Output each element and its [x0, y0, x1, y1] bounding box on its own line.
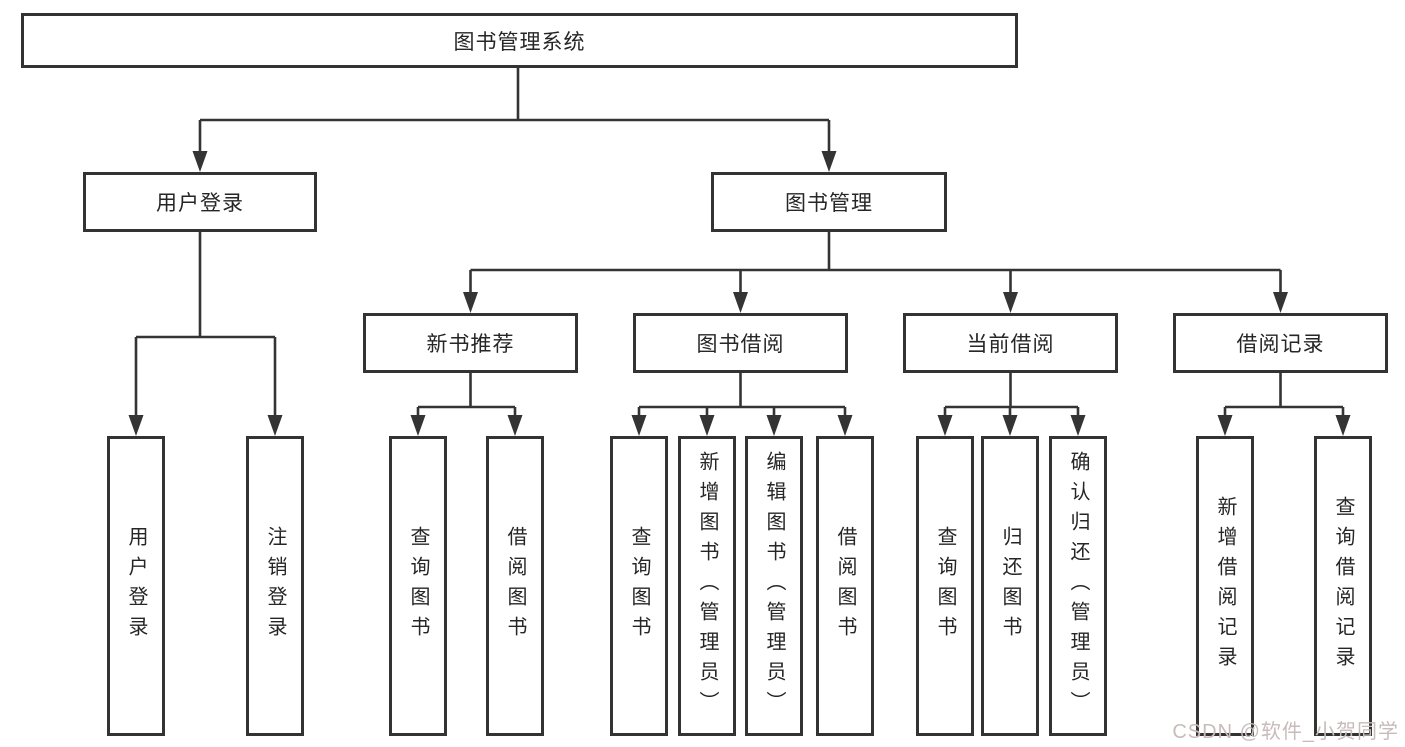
connector-borrow-records	[1217, 373, 1351, 436]
leaf-query-books-current-label: 查询图书	[934, 526, 956, 646]
leaf-query-books-recommend: 查询图书	[389, 436, 447, 736]
connector-book-management	[463, 232, 1288, 313]
connector-root	[192, 68, 837, 172]
node-borrow-records: 借阅记录	[1173, 313, 1388, 373]
csdn-watermark: CSDN @软件_小贺同学	[1172, 721, 1399, 743]
connector-current-borrow	[937, 373, 1086, 436]
connector-book-borrow	[631, 373, 853, 436]
leaf-logout: 注销登录	[246, 436, 304, 736]
leaf-confirm-return-admin-label: 确认归还（管理员）	[1067, 451, 1089, 721]
node-book-management: 图书管理	[711, 172, 947, 232]
leaf-query-books-borrow-label: 查询图书	[628, 526, 650, 646]
leaf-query-borrow-record-label: 查询借阅记录	[1332, 496, 1354, 676]
leaf-return-book-label: 归还图书	[999, 526, 1021, 646]
leaf-query-books-current: 查询图书	[916, 436, 974, 736]
leaf-return-book: 归还图书	[981, 436, 1039, 736]
node-new-book-recommend: 新书推荐	[363, 313, 578, 373]
leaf-add-book-admin: 新增图书（管理员）	[678, 436, 736, 736]
connector-user-login	[128, 232, 283, 436]
leaf-edit-book-admin-label: 编辑图书（管理员）	[763, 451, 785, 721]
leaf-query-borrow-record: 查询借阅记录	[1314, 436, 1372, 736]
node-current-borrow: 当前借阅	[903, 313, 1118, 373]
leaf-edit-book-admin: 编辑图书（管理员）	[745, 436, 803, 736]
node-user-login: 用户登录	[83, 172, 317, 232]
leaf-add-book-admin-label: 新增图书（管理员）	[696, 451, 718, 721]
leaf-logout-label: 注销登录	[264, 526, 286, 646]
leaf-user-login: 用户登录	[107, 436, 165, 736]
connector-new-book-recommend	[410, 373, 523, 436]
leaf-add-borrow-record: 新增借阅记录	[1196, 436, 1254, 736]
leaf-borrow-books: 借阅图书	[816, 436, 874, 736]
leaf-add-borrow-record-label: 新增借阅记录	[1214, 496, 1236, 676]
leaf-borrow-books-recommend: 借阅图书	[486, 436, 544, 736]
leaf-query-books-recommend-label: 查询图书	[407, 526, 429, 646]
node-book-borrow: 图书借阅	[633, 313, 848, 373]
leaf-user-login-label: 用户登录	[125, 526, 147, 646]
leaf-borrow-books-recommend-label: 借阅图书	[504, 526, 526, 646]
leaf-confirm-return-admin: 确认归还（管理员）	[1049, 436, 1107, 736]
leaf-query-books-borrow: 查询图书	[610, 436, 668, 736]
node-root-system: 图书管理系统	[21, 13, 1018, 68]
leaf-borrow-books-label: 借阅图书	[834, 526, 856, 646]
